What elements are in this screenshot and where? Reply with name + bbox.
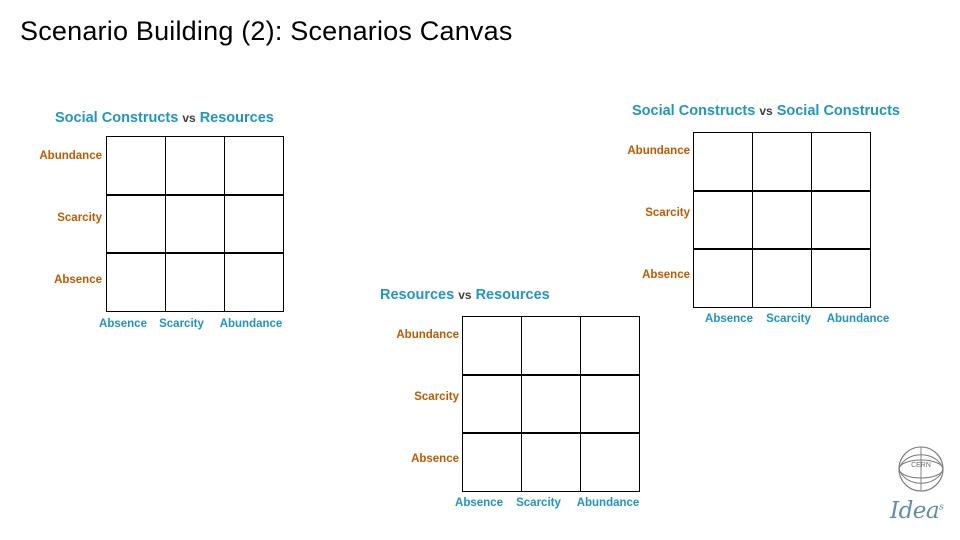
- col-label-abundance: Abundance: [826, 313, 890, 325]
- grid-cell[interactable]: [751, 248, 813, 308]
- scenario-grid: [462, 316, 640, 492]
- grid-cell[interactable]: [164, 194, 226, 254]
- row-label-abundance: Abundance: [627, 145, 690, 157]
- column-labels: Absence Scarcity Abundance: [448, 497, 649, 509]
- block-title-right: Resources: [475, 287, 550, 303]
- col-label-scarcity: Scarcity: [766, 313, 811, 325]
- canvas-resources-vs-resources: Resources vs Resources Abundance Scarcit…: [380, 287, 680, 517]
- col-label-scarcity: Scarcity: [516, 497, 561, 509]
- grid-cell[interactable]: [579, 374, 640, 434]
- grid-cell[interactable]: [579, 432, 640, 492]
- cern-logo-label: CERN: [911, 462, 931, 469]
- scenario-grid: [106, 136, 284, 312]
- column-labels: Absence Scarcity Abundance: [93, 318, 292, 330]
- grid-cell[interactable]: [520, 316, 582, 376]
- block-title-vs: vs: [458, 288, 472, 302]
- grid-cell[interactable]: [520, 374, 582, 434]
- grid-cell[interactable]: [223, 252, 284, 312]
- grid-cell[interactable]: [751, 132, 813, 192]
- row-label-absence: Absence: [411, 453, 459, 465]
- block-title-left: Resources: [380, 287, 455, 303]
- block-title: Social Constructs vs Resources: [55, 110, 274, 126]
- row-label-abundance: Abundance: [396, 329, 459, 341]
- block-title-right: Resources: [199, 110, 274, 126]
- block-title-vs: vs: [759, 104, 773, 118]
- grid-cell[interactable]: [462, 374, 523, 434]
- row-label-scarcity: Scarcity: [414, 391, 459, 403]
- ideas-logo-label: Idea: [890, 498, 940, 524]
- col-label-absence: Absence: [455, 497, 503, 509]
- row-label-absence: Absence: [642, 269, 690, 281]
- grid-cell[interactable]: [810, 248, 871, 308]
- row-label-abundance: Abundance: [39, 150, 102, 162]
- grid-cell[interactable]: [751, 190, 813, 250]
- grid-cell[interactable]: [462, 316, 523, 376]
- canvas-social-constructs-vs-resources: Social Constructs vs Resources Abundance…: [20, 110, 320, 340]
- row-label-scarcity: Scarcity: [57, 212, 102, 224]
- grid-cell[interactable]: [164, 136, 226, 196]
- grid-cell[interactable]: [223, 136, 284, 196]
- grid-cell[interactable]: [520, 432, 582, 492]
- col-label-absence: Absence: [99, 318, 147, 330]
- grid-cell[interactable]: [223, 194, 284, 254]
- block-title-vs: vs: [182, 111, 196, 125]
- cern-logo-icon: CERN: [898, 446, 944, 492]
- scenario-grid: [693, 132, 871, 308]
- col-label-abundance: Abundance: [576, 497, 640, 509]
- ideas-logo: Ideas: [890, 498, 944, 524]
- page-title: Scenario Building (2): Scenarios Canvas: [20, 16, 513, 46]
- block-title: Resources vs Resources: [380, 287, 550, 303]
- canvas-social-constructs-vs-social-constructs: Social Constructs vs Social Constructs A…: [627, 103, 942, 333]
- row-label-absence: Absence: [54, 274, 102, 286]
- block-title-left: Social Constructs: [55, 110, 179, 126]
- col-label-absence: Absence: [705, 313, 753, 325]
- grid-cell[interactable]: [693, 248, 754, 308]
- grid-cell[interactable]: [810, 190, 871, 250]
- grid-cell[interactable]: [106, 194, 167, 254]
- grid-cell[interactable]: [106, 252, 167, 312]
- column-labels: Absence Scarcity Abundance: [698, 313, 899, 325]
- grid-cell[interactable]: [462, 432, 523, 492]
- block-title: Social Constructs vs Social Constructs: [632, 103, 900, 119]
- block-title-right: Social Constructs: [776, 103, 900, 119]
- grid-cell[interactable]: [693, 132, 754, 192]
- grid-cell[interactable]: [106, 136, 167, 196]
- block-title-left: Social Constructs: [632, 103, 756, 119]
- col-label-abundance: Abundance: [219, 318, 283, 330]
- grid-cell[interactable]: [693, 190, 754, 250]
- grid-cell[interactable]: [810, 132, 871, 192]
- row-label-scarcity: Scarcity: [645, 207, 690, 219]
- grid-cell[interactable]: [164, 252, 226, 312]
- grid-cell[interactable]: [579, 316, 640, 376]
- col-label-scarcity: Scarcity: [159, 318, 204, 330]
- ideas-logo-superscript: s: [939, 502, 944, 513]
